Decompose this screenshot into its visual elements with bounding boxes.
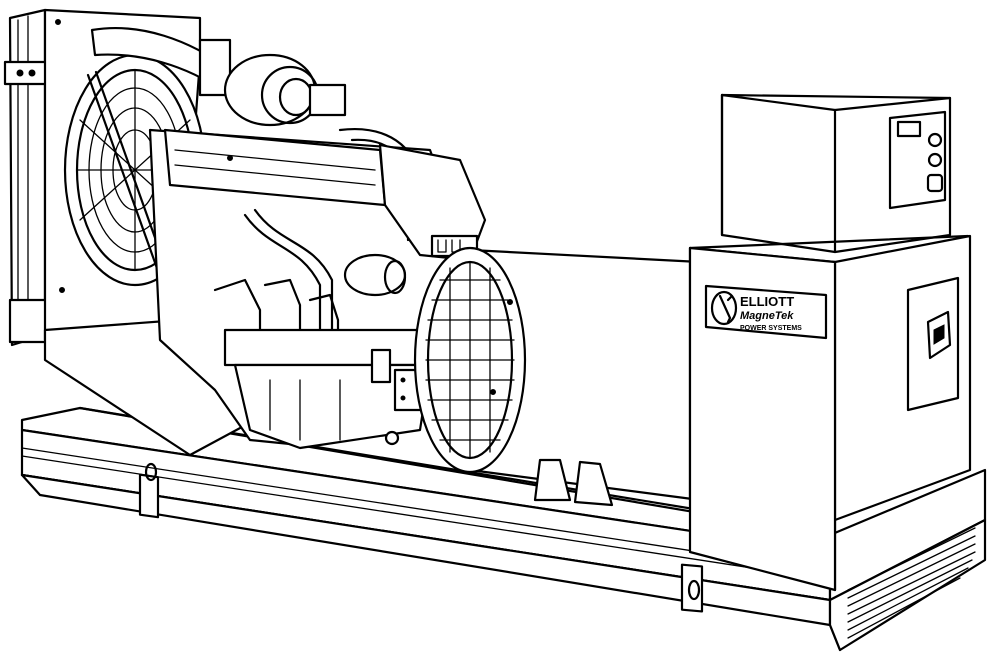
breaker-handle-icon	[928, 312, 950, 358]
logo-brand-text: ELLIOTT	[740, 294, 794, 309]
brand-logo-plate: ELLIOTT MagneTek POWER SYSTEMS	[706, 286, 826, 338]
alternator-vent-ring	[426, 262, 514, 458]
skid-lifting-hole-left	[140, 464, 158, 517]
logo-tagline-text: POWER SYSTEMS	[740, 325, 802, 332]
logo-sub-brand-text: MagneTek	[740, 310, 794, 322]
base-skid-frame	[22, 408, 985, 650]
skid-vent-grille	[848, 528, 975, 638]
alternator	[415, 248, 700, 505]
meter-display	[898, 122, 920, 136]
control-panel-box	[722, 95, 950, 252]
elliott-logo-icon	[712, 292, 736, 324]
control-switch	[928, 175, 942, 191]
diesel-engine	[92, 28, 485, 448]
control-knob-2	[929, 154, 941, 166]
skid-lifting-hole-right	[682, 565, 702, 612]
turbocharger	[200, 40, 345, 125]
control-knob-1	[929, 134, 941, 146]
